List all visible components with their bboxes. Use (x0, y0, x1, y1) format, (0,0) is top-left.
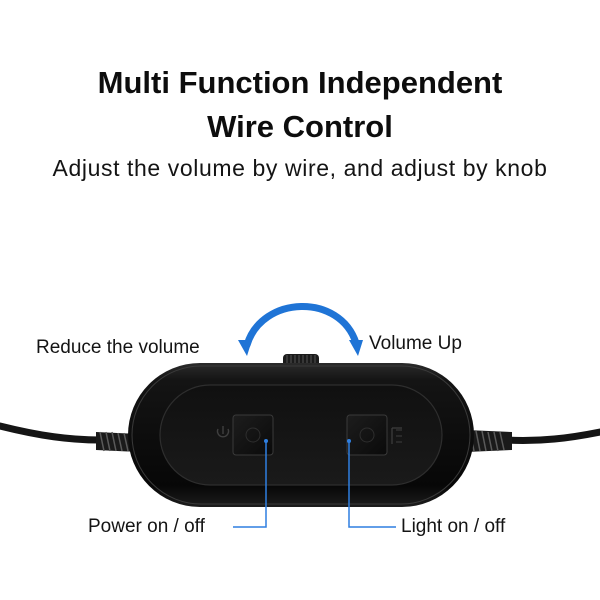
right-cable (466, 428, 600, 452)
power-icon (216, 426, 230, 438)
rotation-arrow-icon (238, 303, 363, 356)
headline-line-2: Wire Control (207, 109, 393, 144)
headline-line-1: Multi Function Independent (97, 65, 503, 100)
power-leader-line (233, 439, 268, 528)
volume-up-label: Volume Up (369, 333, 462, 354)
controller-body (128, 363, 474, 507)
led-icon (391, 427, 402, 444)
left-cable (0, 422, 140, 452)
power-button[interactable] (232, 414, 274, 456)
light-leader-line (347, 439, 396, 528)
light-button[interactable] (346, 414, 388, 456)
reduce-volume-label: Reduce the volume (36, 337, 200, 358)
light-label: Light on / off (401, 516, 506, 537)
subheadline: Adjust the volume by wire, and adjust by… (52, 155, 548, 181)
power-label: Power on / off (88, 516, 205, 537)
